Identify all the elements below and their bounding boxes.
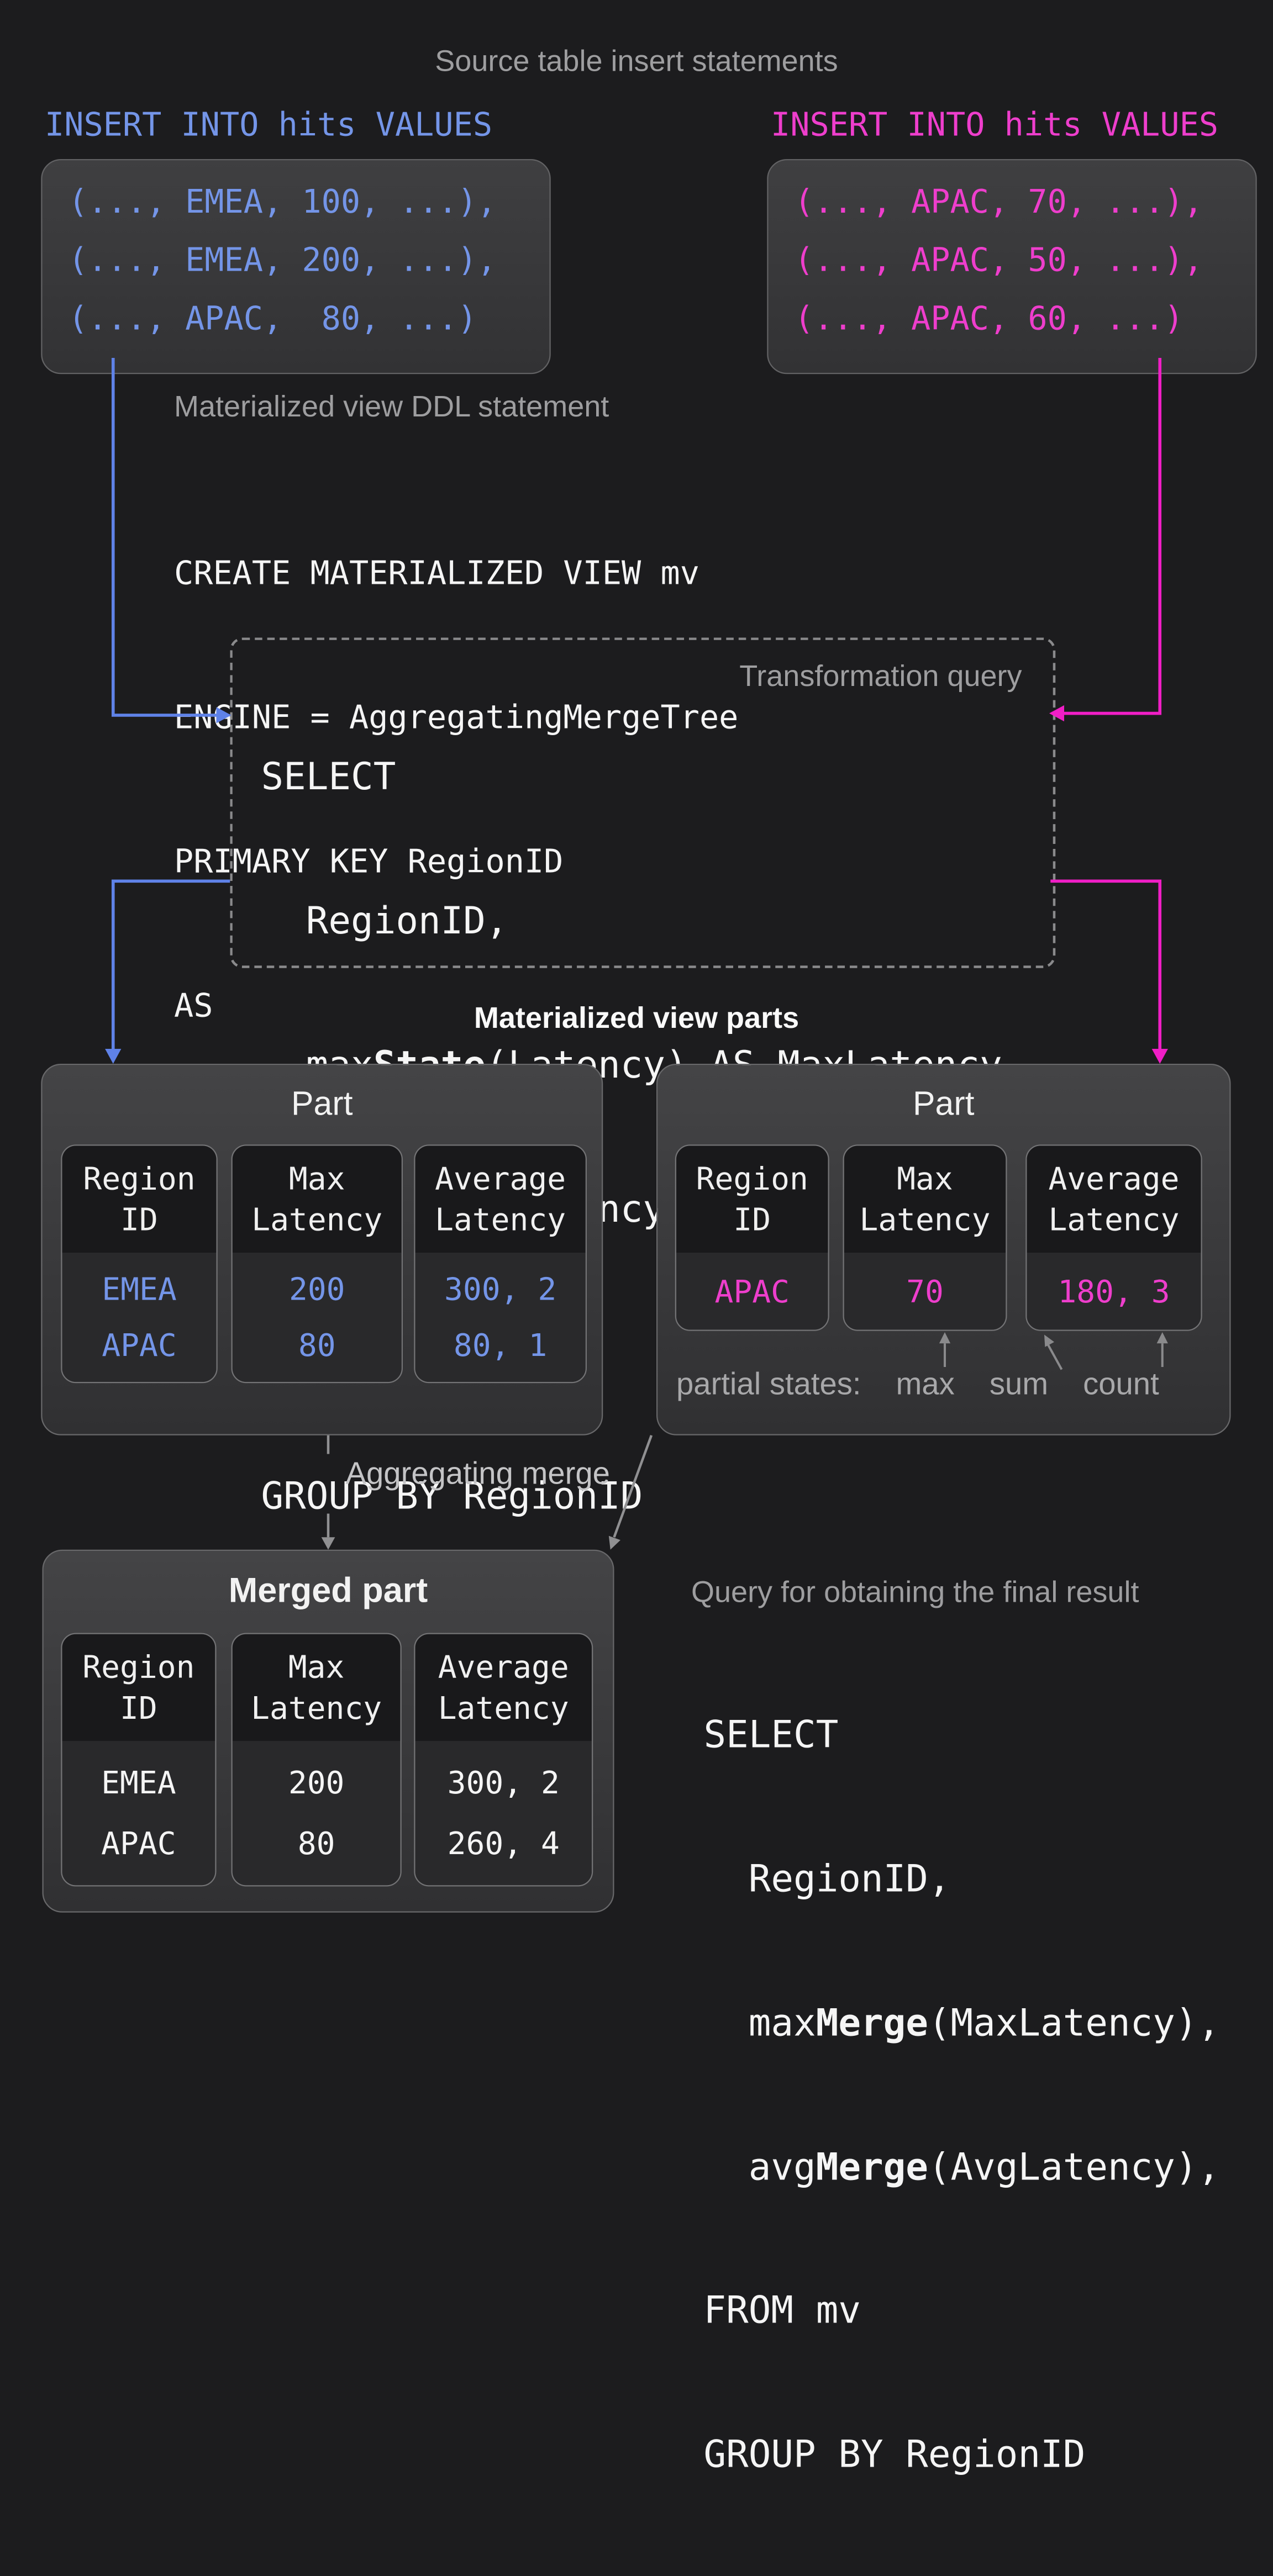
code-line: RegionID,	[703, 1857, 951, 1902]
column-header: Region ID	[62, 1146, 217, 1253]
cell-value: EMEA	[101, 1765, 176, 1801]
insert-left-row: (..., EMEA, 200, ...),	[68, 242, 497, 280]
code-line: FROM mv	[703, 2289, 861, 2333]
partial-states-row: partial states: max sum count	[676, 1367, 1159, 1403]
column-header: Max Latency	[844, 1146, 1006, 1253]
code-line: RegionID,	[261, 899, 508, 943]
column-average-latency: Average Latency 300, 2 260, 4	[414, 1633, 593, 1887]
cell-value: APAC	[102, 1327, 177, 1363]
part-left-title: Part	[291, 1085, 353, 1122]
column-region-id: Region ID APAC	[675, 1144, 829, 1331]
diagram-canvas: Source table insert statements INSERT IN…	[41, 45, 1257, 2477]
insert-right-header: INSERT INTO hits VALUES	[771, 107, 1219, 145]
aggregating-merge-label: Aggregating merge	[345, 1456, 610, 1491]
cell-value: 300, 2	[444, 1271, 557, 1308]
transformation-query-label: Transformation query	[739, 659, 1022, 694]
insert-left-box: (..., EMEA, 100, ...), (..., EMEA, 200, …	[41, 159, 551, 374]
transformation-query-box	[230, 637, 1056, 968]
column-max-latency: Max Latency 70	[843, 1144, 1007, 1331]
partial-states-label: partial states:	[676, 1367, 861, 1402]
column-header: Max Latency	[232, 1146, 402, 1253]
final-query-label: Query for obtaining the final result	[691, 1576, 1139, 1609]
column-header: Max Latency	[232, 1634, 401, 1741]
cell-value: EMEA	[102, 1271, 177, 1308]
column-max-latency: Max Latency 200 80	[231, 1144, 403, 1384]
cell-value: 80	[297, 1825, 335, 1861]
column-region-id: Region ID EMEA APAC	[61, 1144, 218, 1384]
insert-left-row: (..., EMEA, 100, ...),	[68, 184, 497, 221]
cell-value: 200	[288, 1271, 345, 1308]
cell-value: 70	[906, 1273, 944, 1310]
insert-left-header: INSERT INTO hits VALUES	[45, 107, 493, 145]
code-line: maxMerge(MaxLatency),	[703, 2002, 1221, 2045]
arrow-right-insert-to-query	[1049, 358, 1162, 722]
partial-state-max: max	[896, 1367, 955, 1402]
merged-part-box: Merged part Region ID EMEA APAC Max Late…	[42, 1549, 614, 1913]
final-query-code: SELECT RegionID, maxMerge(MaxLatency), a…	[704, 1617, 1221, 2576]
code-line: SELECT	[261, 756, 396, 800]
page-title: Source table insert statements	[435, 45, 838, 78]
cell-value: 80, 1	[453, 1327, 548, 1363]
cell-value: 80	[298, 1327, 336, 1363]
code-line: avgMerge(AvgLatency),	[703, 2145, 1221, 2189]
parts-section-title: Materialized view parts	[474, 1001, 799, 1036]
column-max-latency: Max Latency 200 80	[231, 1633, 402, 1887]
part-box-left: Part Region ID EMEA APAC Max Latency 200…	[41, 1064, 603, 1435]
ddl-line: CREATE MATERIALIZED VIEW mv	[174, 556, 699, 593]
ddl-label: Materialized view DDL statement	[174, 390, 609, 424]
column-average-latency: Average Latency 300, 2 80, 1	[414, 1144, 587, 1384]
column-header: Average Latency	[415, 1146, 586, 1253]
partial-state-sum: sum	[989, 1367, 1049, 1402]
code-line: GROUP BY RegionID	[703, 2433, 1086, 2477]
column-average-latency: Average Latency 180, 3	[1025, 1144, 1202, 1331]
ddl-line: PRIMARY KEY RegionID	[174, 843, 564, 881]
insert-right-row: (..., APAC, 70, ...),	[794, 184, 1203, 221]
part-right-title: Part	[913, 1085, 975, 1122]
insert-right-row: (..., APAC, 60, ...)	[794, 300, 1184, 339]
merged-part-title: Merged part	[228, 1571, 428, 1609]
column-header: Region ID	[676, 1146, 828, 1253]
code-line: GROUP BY RegionID	[261, 1475, 643, 1519]
cell-value: APAC	[714, 1273, 790, 1310]
part-box-right: Part Region ID APAC Max Latency 70 Avera…	[656, 1064, 1231, 1435]
cell-value: 260, 4	[447, 1825, 560, 1861]
insert-right-box: (..., APAC, 70, ...), (..., APAC, 50, ..…	[767, 159, 1257, 374]
cell-value: APAC	[101, 1825, 176, 1861]
cell-value: 200	[288, 1765, 345, 1801]
cell-value: 180, 3	[1058, 1273, 1170, 1310]
insert-right-row: (..., APAC, 50, ...),	[794, 242, 1203, 280]
column-region-id: Region ID EMEA APAC	[61, 1633, 217, 1887]
code-line: SELECT	[703, 1714, 839, 1757]
column-header: Average Latency	[415, 1634, 592, 1741]
column-header: Average Latency	[1027, 1146, 1201, 1253]
partial-state-count: count	[1083, 1367, 1159, 1402]
cell-value: 300, 2	[447, 1765, 560, 1801]
column-header: Region ID	[62, 1634, 215, 1741]
insert-left-row: (..., APAC, 80, ...)	[68, 300, 477, 339]
